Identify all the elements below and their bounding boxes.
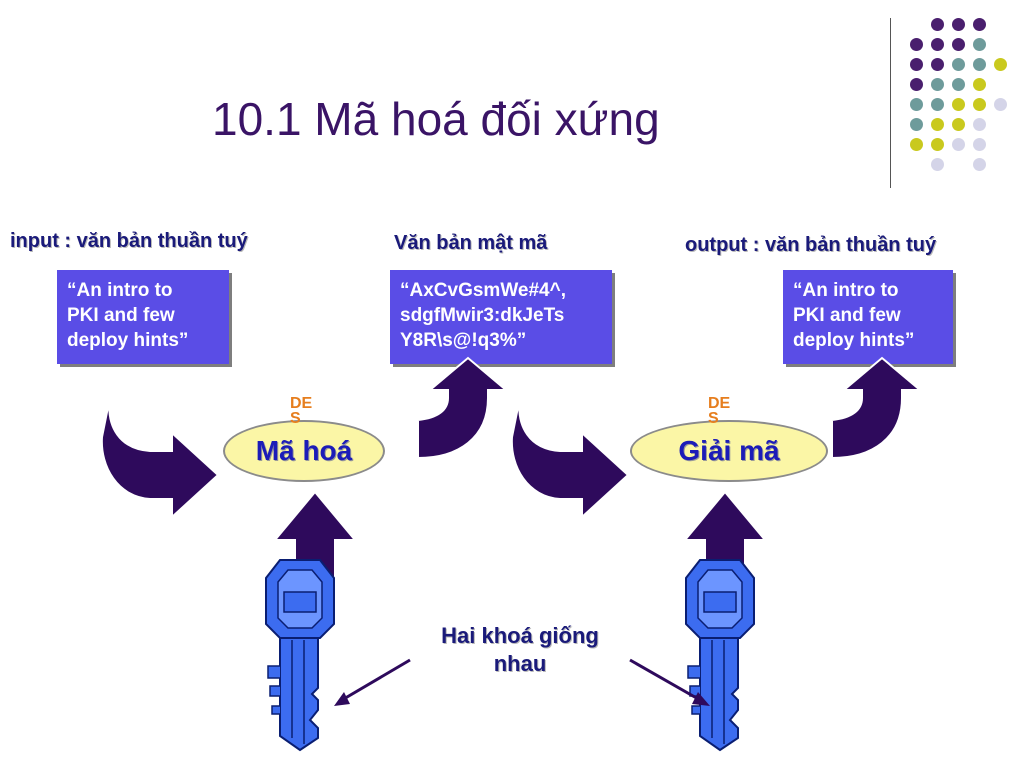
ciphertext-line: Y8R\s@!q3%” [400,330,527,351]
decorative-dot [952,118,965,131]
decorative-dot [931,78,944,91]
decorative-dot [952,98,965,111]
plaintext-input-box: “An intro to PKI and few deploy hints” [57,270,229,364]
decorative-dot [931,58,944,71]
ciphertext-line: “AxCvGsmWe#4^, [400,280,566,301]
decorative-dot [994,98,1007,111]
decorative-dot [931,118,944,131]
plaintext-output-line: PKI and few [793,305,901,326]
ciphertext-up-arrow [417,357,507,459]
decorative-dot [973,58,986,71]
ciphertext-line: sdgfMwir3:dkJeTs [400,305,565,326]
input-label: input : văn bản thuần tuý [10,230,248,252]
decorative-dot [910,118,923,131]
output-up-arrow [831,357,921,459]
decorative-dot [952,58,965,71]
note-pointer-right-head [692,692,710,706]
decorative-dot [973,38,986,51]
decorative-dot [973,118,986,131]
ciphertext-box: “AxCvGsmWe#4^, sdgfMwir3:dkJeTs Y8R\s@!q… [390,270,612,364]
decorative-dot [931,138,944,151]
plaintext-output-line: “An intro to [793,280,899,301]
plaintext-output-line: deploy hints” [793,330,915,351]
decorative-dot [994,58,1007,71]
decorative-dot [973,138,986,151]
decorative-dot [910,58,923,71]
ciphertext-label: Văn bản mật mã [394,232,548,254]
decorative-dot [931,98,944,111]
identical-keys-note-line: nhau [493,651,547,676]
algorithm-tag-left: DES [290,395,313,427]
decorative-dot [910,138,923,151]
algorithm-tag-right: DES [708,395,731,427]
key-right-icon [685,559,755,751]
note-pointer-left [341,658,411,702]
decorative-dot [931,18,944,31]
decorative-dot [952,78,965,91]
decorative-dot [952,38,965,51]
slide-title: 10.1 Mã hoá đối xứng [212,93,660,145]
identical-keys-note-line: Hai khoá giống [441,623,599,648]
ciphertext-in-arrow [510,396,629,518]
title-divider-line [890,18,891,188]
plaintext-input-line: deploy hints” [67,330,189,351]
encrypt-label: Mã hoá [255,435,353,466]
decorative-dot [931,158,944,171]
input-arrow [100,396,219,518]
encrypt-node: Mã hoá [223,420,385,482]
identical-keys-note: Hai khoá giống nhau [410,622,630,678]
decrypt-node: Giải mã [630,420,828,482]
plaintext-input-line: PKI and few [67,305,175,326]
note-pointer-left-head [334,692,350,706]
output-label: output : văn bản thuần tuý [685,234,937,256]
note-pointer-right [629,658,701,702]
key-left-icon [265,559,335,751]
decorative-dot [952,138,965,151]
decorative-dot [973,158,986,171]
decrypt-label: Giải mã [678,435,780,466]
decorative-dot [931,38,944,51]
plaintext-output-box: “An intro to PKI and few deploy hints” [783,270,953,364]
decorative-dot [910,98,923,111]
key-left-up-arrow [272,490,358,579]
decorative-dot [973,98,986,111]
decorative-dot [973,18,986,31]
decorative-dot [910,38,923,51]
decorative-dot [952,18,965,31]
plaintext-input-line: “An intro to [67,280,173,301]
decorative-dot [910,78,923,91]
decorative-dot [973,78,986,91]
